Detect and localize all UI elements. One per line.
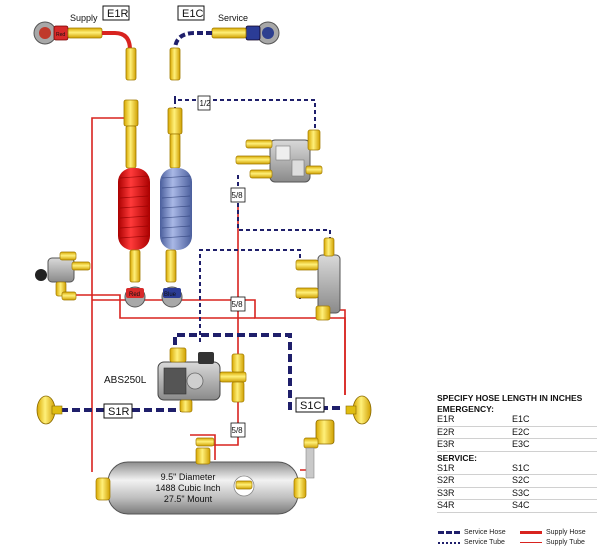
size-tag-5-8-c: 5/8 (230, 422, 246, 438)
e1r-label: E1R (107, 8, 128, 20)
s1c-label: S1C (300, 400, 321, 412)
supply-gladhand: Red (33, 21, 69, 45)
hose-code: E1C (512, 414, 530, 424)
hose-code: E2R (437, 426, 455, 437)
table-row: S1R S1C (437, 462, 597, 475)
hose-code: S3R (437, 487, 455, 498)
legend-label: Service Tube (464, 539, 505, 546)
hose-table-title: SPECIFY HOSE LENGTH IN INCHES (437, 393, 583, 403)
e1c-hose (173, 31, 212, 51)
blue-service-coil (160, 168, 192, 250)
left-brake-chamber (36, 395, 63, 425)
blue-gladhand-label: Blue (164, 292, 177, 298)
size-tag-5-8-b: 5/8 (230, 296, 246, 312)
red-supply-coil (118, 168, 150, 250)
supply-hose-swatch (520, 531, 542, 534)
legend-supply-hose: Supply Hose (520, 529, 586, 536)
supply-label: Supply (70, 13, 98, 23)
relay-valve-upper (235, 129, 323, 183)
s1c-label-box (295, 397, 325, 413)
hose-code: E3R (437, 439, 455, 449)
table-row: E2R E2C (437, 426, 597, 439)
size-tag-half: 1/2 (197, 95, 212, 111)
service-label: Service (218, 13, 248, 23)
legend-service-tube: Service Tube (438, 539, 505, 546)
service-hose-fitting (211, 27, 247, 39)
hose-code: E3C (512, 439, 530, 449)
hose-code: S2C (512, 475, 530, 485)
table-row: E3R E3C (437, 439, 597, 452)
service-section-label: SERVICE: (437, 452, 477, 463)
service-hose-swatch (438, 531, 460, 534)
hose-length-table: SPECIFY HOSE LENGTH IN INCHES EMERGENCY:… (437, 393, 597, 513)
legend-label: Supply Hose (546, 529, 586, 536)
service-tube-lines (174, 96, 331, 345)
right-brake-chamber (345, 395, 372, 425)
hose-code: E1R (437, 414, 455, 424)
size-tag-5-8-c-text: 5/8 (232, 426, 244, 435)
e1c-label: E1C (182, 8, 203, 20)
abs-valve-model-label: ABS250L (104, 375, 147, 386)
tank-volume: 1488 Cubic Inch (155, 483, 220, 493)
legend-label: Supply Tube (546, 539, 585, 546)
tee-valve-right (295, 237, 341, 321)
hose-code: S1C (512, 462, 530, 473)
hose-code: E2C (512, 426, 530, 437)
s1r-label-box (103, 403, 133, 419)
air-tank (95, 437, 307, 515)
lower-couplings (129, 249, 177, 283)
e1c-label-box (177, 5, 205, 21)
legend-label: Service Hose (464, 529, 506, 536)
service-gladhand (245, 21, 280, 45)
table-row: S3R S3C (437, 487, 597, 500)
size-tag-5-8-b-text: 5/8 (232, 300, 244, 309)
legend-service-hose: Service Hose (438, 529, 506, 536)
blue-gladhand-lower (161, 286, 183, 308)
tank-diameter: 9.5" Diameter (161, 472, 216, 482)
size-tag-5-8-a: 5/8 (230, 187, 246, 203)
supply-gladhand-tag: Red (56, 32, 65, 38)
supply-hose-fitting (67, 27, 103, 39)
line-legend: Service Hose Service Tube Supply Hose Su… (438, 529, 598, 551)
legend-supply-tube: Supply Tube (520, 539, 585, 546)
size-tag-half-text: 1/2 (200, 99, 212, 108)
top-couplings (123, 47, 183, 169)
hose-code: S4R (437, 500, 455, 510)
hose-code: S2R (437, 475, 455, 485)
service-tube-swatch (438, 541, 460, 544)
e1r-label-box (102, 5, 130, 21)
supply-tube-swatch (520, 542, 542, 543)
size-tag-5-8-a-text: 5/8 (232, 191, 244, 200)
hose-code: S3C (512, 487, 530, 498)
red-gladhand-lower (124, 286, 146, 308)
table-row: E1R E1C (437, 414, 597, 427)
hose-code: S1R (437, 462, 455, 473)
right-lower-valve (303, 419, 335, 479)
table-row: S4R S4C (437, 500, 597, 513)
hose-code: S4C (512, 500, 530, 510)
emergency-section-label: EMERGENCY: (437, 404, 494, 414)
s1r-label: S1R (108, 406, 129, 418)
e1r-hose (102, 31, 132, 51)
red-gladhand-label: Red (129, 292, 140, 298)
table-row: S2R S2C (437, 475, 597, 488)
abs-valve (157, 347, 247, 413)
left-valve (35, 251, 91, 301)
tank-mount: 27.5" Mount (164, 494, 213, 504)
